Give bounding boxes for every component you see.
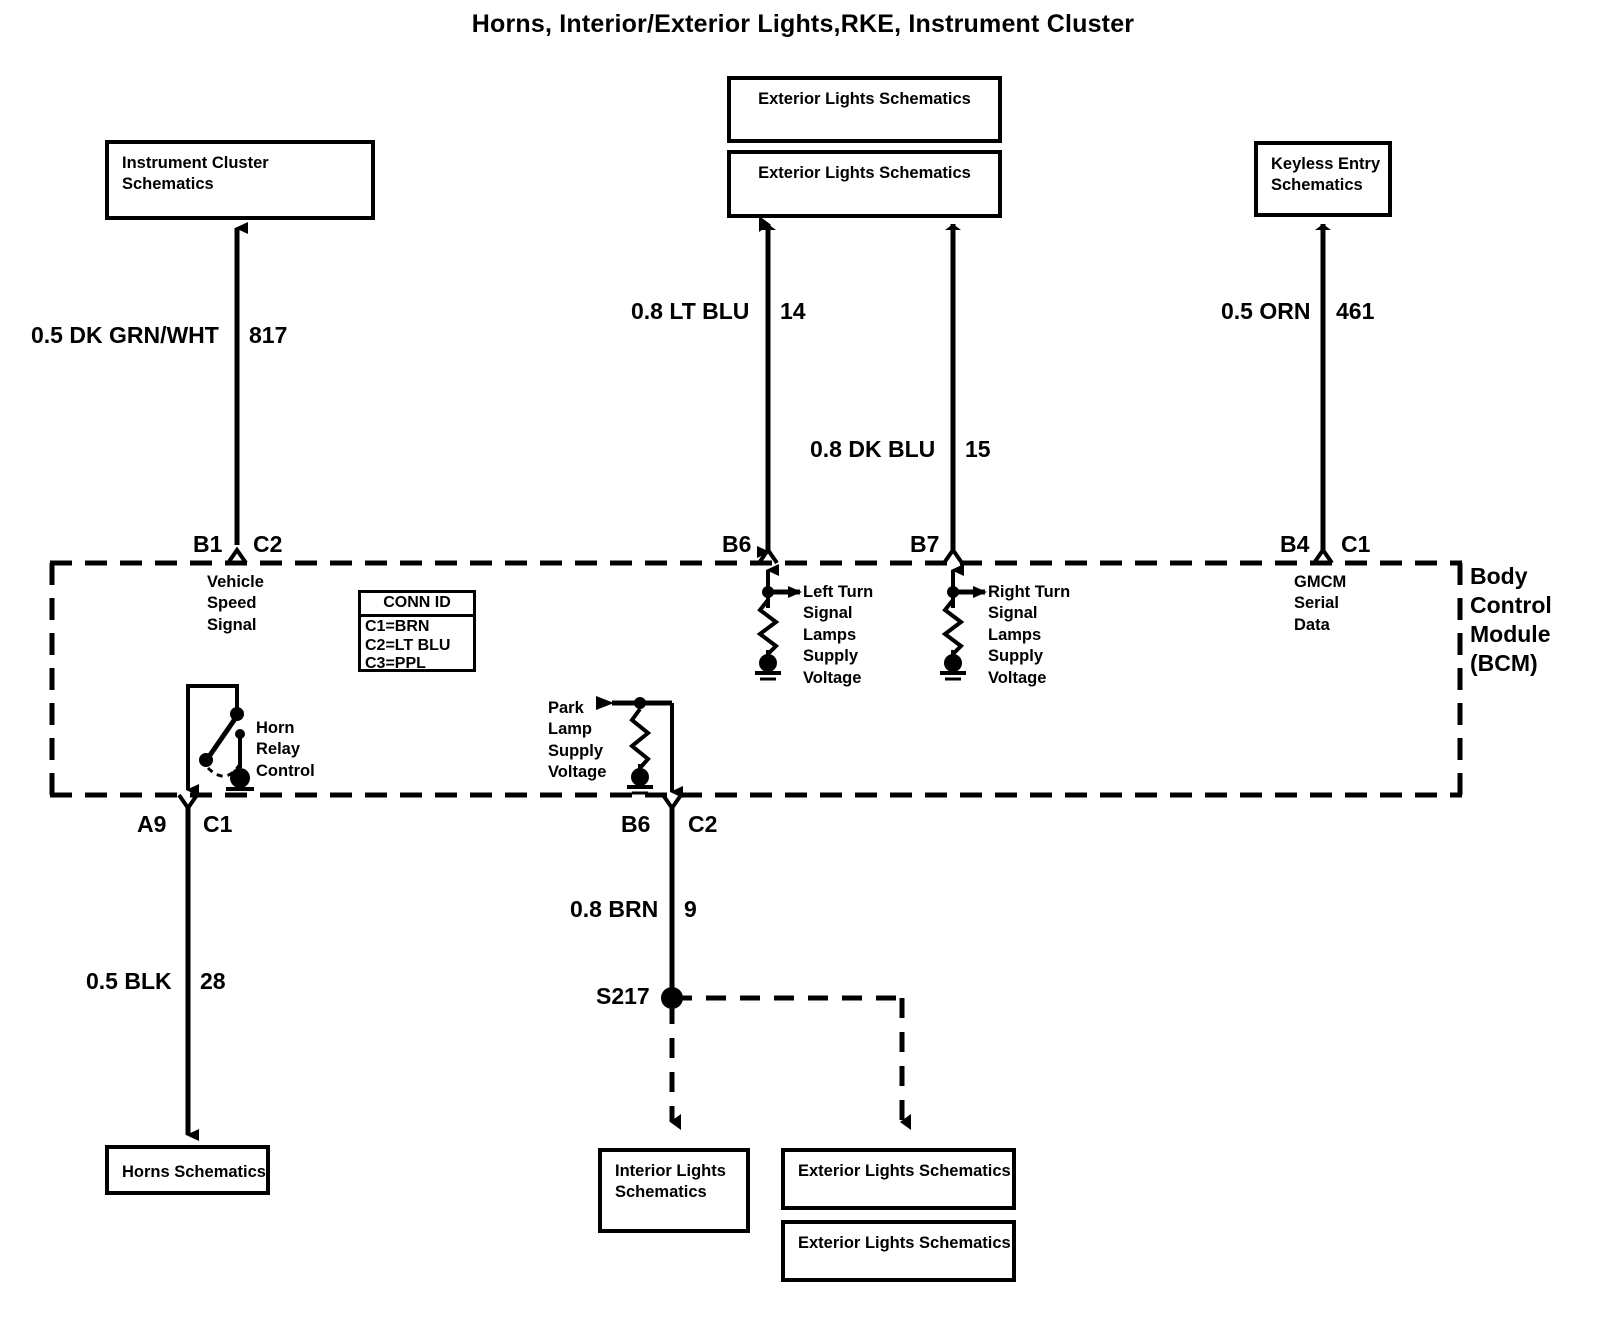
pin-connector-c1-bottom: C1: [203, 811, 233, 837]
pin-terminal-b6-top: B6: [722, 531, 752, 557]
box-keyless-entry-schematics[interactable]: Keyless Entry Schematics: [1254, 141, 1392, 217]
bcm-module-label: Body Control Module (BCM): [1470, 563, 1552, 676]
box-label: Exterior Lights Schematics: [798, 1234, 1011, 1252]
wire-circuit-9: 9: [684, 896, 697, 922]
box-exterior-lights-schematics-bottom-2[interactable]: Exterior Lights Schematics: [781, 1220, 1016, 1282]
pin-terminal-b4: B4: [1280, 531, 1310, 557]
wire-spec: 0.5 DK GRN/WHT: [31, 322, 219, 348]
box-label: Exterior Lights Schematics: [758, 164, 971, 182]
label-gmcm-serial-data: GMCM Serial Data: [1294, 573, 1347, 634]
label-horn-relay-control: Horn Relay Control: [256, 719, 315, 780]
page-title: Horns, Interior/Exterior Lights,RKE, Ins…: [471, 10, 1135, 38]
wire-circuit-461: 461: [1336, 298, 1375, 324]
box-label: Exterior Lights Schematics: [758, 90, 971, 108]
conn-id-table: CONN ID C1=BRN C2=LT BLU C3=PPL: [358, 590, 476, 672]
conn-id-rows: C1=BRN C2=LT BLU C3=PPL: [365, 618, 451, 673]
box-label: Instrument Cluster Schematics: [122, 154, 269, 194]
label-right-turn-signal: Right Turn Signal Lamps Supply Voltage: [988, 583, 1071, 687]
pin-connector-c2-bottom: C2: [688, 811, 718, 837]
label-park-lamp-supply-voltage: Park Lamp Supply Voltage: [548, 699, 607, 782]
pin-terminal-b7: B7: [910, 531, 940, 557]
box-horns-schematics[interactable]: Horns Schematics: [105, 1145, 270, 1195]
box-interior-lights-schematics[interactable]: Interior Lights Schematics: [598, 1148, 750, 1233]
box-label: Horns Schematics: [122, 1163, 266, 1181]
box-exterior-lights-schematics-top-1[interactable]: Exterior Lights Schematics: [727, 76, 1002, 143]
box-label: Keyless Entry Schematics: [1271, 155, 1381, 195]
box-label: Exterior Lights Schematics: [798, 1162, 1011, 1180]
box-exterior-lights-schematics-top-2[interactable]: Exterior Lights Schematics: [727, 150, 1002, 218]
label-left-turn-signal: Left Turn Signal Lamps Supply Voltage: [803, 583, 874, 687]
wire-circuit-28: 28: [200, 968, 226, 994]
wire-label-15: 0.8 DK BLU: [810, 436, 936, 462]
wire-circuit-14: 14: [780, 298, 806, 324]
wire-label-817: 0.5 DK GRN/WHT: [31, 322, 243, 349]
pin-connector-c1: C1: [1341, 531, 1371, 557]
pin-connector-c2: C2: [253, 531, 283, 557]
wire-label-9: 0.8 BRN: [570, 896, 659, 922]
conn-id-header: CONN ID: [361, 593, 473, 617]
splice-label-s217: S217: [596, 983, 650, 1009]
box-instrument-cluster-schematics[interactable]: Instrument Cluster Schematics: [105, 140, 375, 220]
pin-terminal-a9: A9: [137, 811, 167, 837]
box-label: Interior Lights Schematics: [615, 1162, 726, 1202]
box-exterior-lights-schematics-bottom-1[interactable]: Exterior Lights Schematics: [781, 1148, 1016, 1210]
wire-label-28: 0.5 BLK: [86, 968, 172, 994]
wire-label-14: 0.8 LT BLU: [631, 298, 750, 324]
pin-terminal-b6-bottom: B6: [621, 811, 651, 837]
label-vehicle-speed-signal: Vehicle Speed Signal: [207, 573, 264, 634]
wire-label-461: 0.5 ORN: [1221, 298, 1311, 324]
pin-terminal-b1: B1: [193, 531, 223, 557]
wire-circuit-817: 817: [249, 322, 288, 348]
wire-circuit-15: 15: [965, 436, 991, 462]
